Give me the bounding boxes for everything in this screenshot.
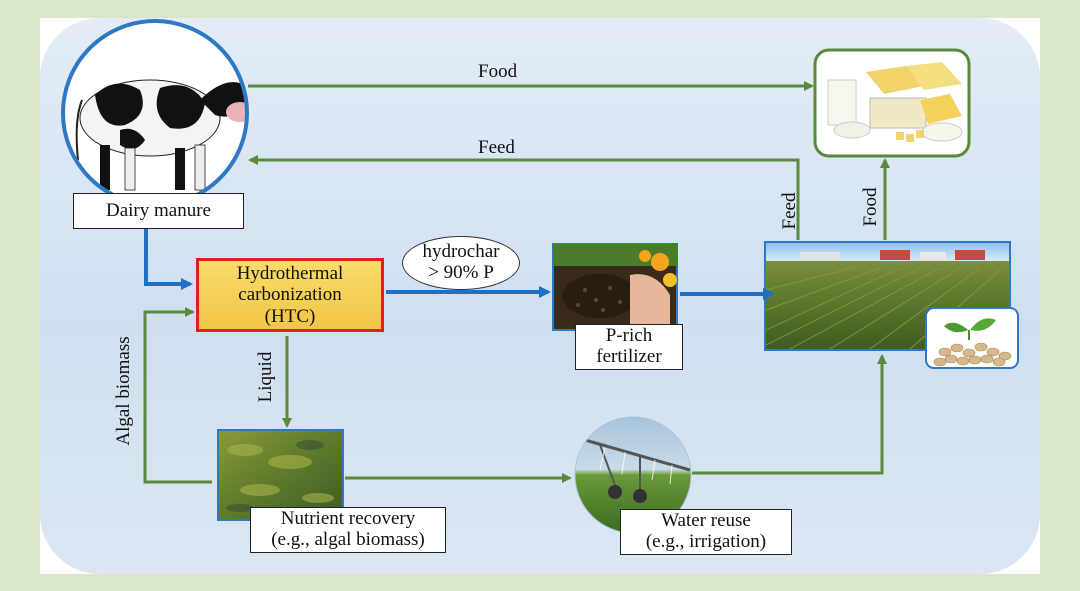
hydrochar-line-1: hydrochar — [422, 241, 500, 263]
dairy-products-photo — [813, 48, 971, 158]
htc-line-1: Hydrothermal — [236, 263, 344, 285]
feed-label-vertical: Feed — [779, 192, 800, 230]
fertilizer-line-1: P-rich — [605, 325, 653, 347]
hydrochar-ellipse: hydrochar > 90% P — [402, 236, 520, 290]
dairy-manure-text: Dairy manure — [106, 199, 211, 221]
water-reuse-line-2: (e.g., irrigation) — [645, 531, 767, 552]
feed-arrow-top — [248, 155, 800, 240]
algal-biomass-label: Algal biomass — [113, 336, 134, 446]
fertilizer-photo — [552, 243, 678, 331]
nutrient-recovery-label: Nutrient recovery (e.g., algal biomass) — [250, 507, 446, 553]
hydrochar-line-2: > 90% P — [428, 262, 494, 283]
algal-biomass-arrow — [143, 307, 212, 484]
water-to-field-arrow — [692, 354, 887, 475]
feed-label-top: Feed — [478, 137, 515, 158]
liquid-label: Liquid — [255, 351, 276, 403]
seeds-photo — [925, 307, 1019, 369]
htc-line-2: carbonization — [238, 284, 342, 306]
dairy-manure-label: Dairy manure — [73, 193, 244, 229]
green-arrows — [143, 81, 890, 484]
nutrient-recovery-line-1: Nutrient recovery — [280, 508, 416, 530]
cow-photo — [61, 19, 249, 207]
food-label-vertical: Food — [860, 187, 881, 227]
nutrient-recovery-line-2: (e.g., algal biomass) — [271, 529, 425, 550]
htc-box: Hydrothermal carbonization (HTC) — [196, 258, 384, 332]
htc-line-3: (HTC) — [264, 305, 316, 327]
water-reuse-label: Water reuse (e.g., irrigation) — [620, 509, 792, 555]
manure-to-htc-arrow — [144, 228, 193, 290]
irrigation-photo — [574, 416, 692, 534]
fertilizer-label: P-rich fertilizer — [575, 324, 683, 370]
fertilizer-line-2: fertilizer — [596, 346, 662, 367]
water-reuse-line-1: Water reuse — [661, 510, 751, 532]
blue-arrows — [144, 228, 775, 300]
food-label-top: Food — [478, 61, 518, 82]
